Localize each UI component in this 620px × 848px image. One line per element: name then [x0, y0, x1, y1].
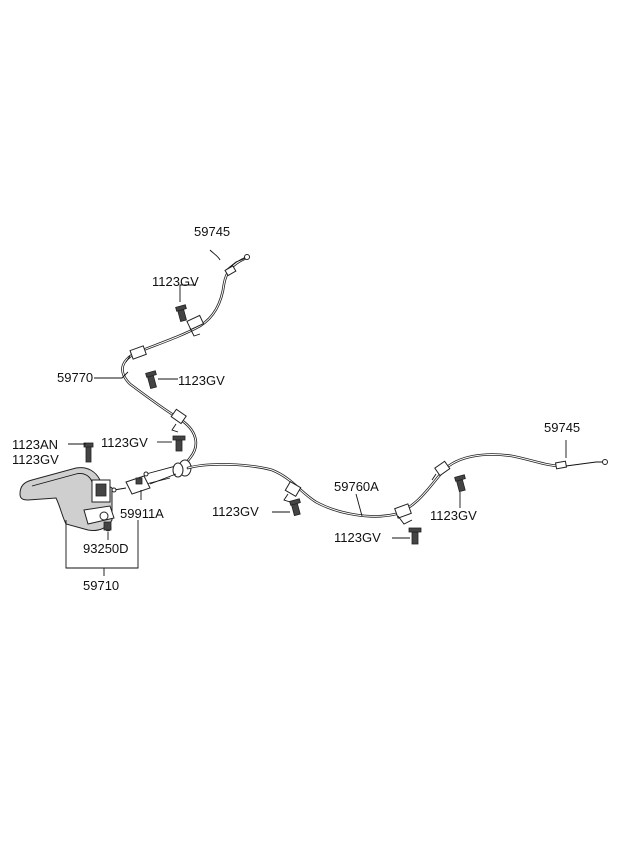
label-1123gv-lever: 1123GV	[12, 452, 59, 467]
bracket-lower	[170, 408, 187, 433]
label-1123gv-right-bottom: 1123GV	[334, 530, 381, 545]
bolt-icon	[408, 527, 422, 545]
bracket-middle	[125, 345, 147, 363]
label-1123an: 1123AN	[12, 437, 58, 452]
parking-brake-lever	[19, 467, 115, 532]
label-59770: 59770	[57, 370, 93, 385]
label-59745-right: 59745	[544, 420, 580, 435]
bracket-right-2	[394, 503, 413, 525]
bolt-icon	[145, 370, 157, 390]
cable-59760a	[186, 453, 562, 518]
cable-end-top	[209, 249, 250, 277]
label-1123gv-mid: 1123GV	[178, 373, 225, 388]
bracket-right-1	[283, 480, 302, 503]
leader-lines	[65, 284, 567, 576]
bolt-icon	[289, 498, 301, 517]
label-1123gv-upper: 1123GV	[152, 274, 199, 289]
cable-59770	[121, 256, 248, 472]
bolt-icon	[454, 474, 466, 493]
label-59760a: 59760A	[334, 479, 379, 494]
label-1123gv-equalizer: 1123GV	[101, 435, 148, 450]
bolt-icon	[175, 304, 187, 323]
brake-switch-icon	[103, 521, 112, 531]
label-59911a: 59911A	[120, 506, 164, 521]
equalizer	[129, 459, 192, 489]
label-1123gv-right-lower-left: 1123GV	[212, 504, 259, 519]
label-59745-top: 59745	[194, 224, 230, 239]
bolt-icon	[172, 435, 186, 452]
bracket-right-3	[431, 460, 451, 481]
cable-end-right	[554, 459, 608, 470]
bolt-icon	[83, 442, 94, 463]
clip-59911a	[111, 475, 151, 495]
label-93250d: 93250D	[83, 541, 129, 556]
bracket-upper	[186, 314, 205, 337]
label-59710: 59710	[83, 578, 119, 593]
label-1123gv-right: 1123GV	[430, 508, 477, 523]
